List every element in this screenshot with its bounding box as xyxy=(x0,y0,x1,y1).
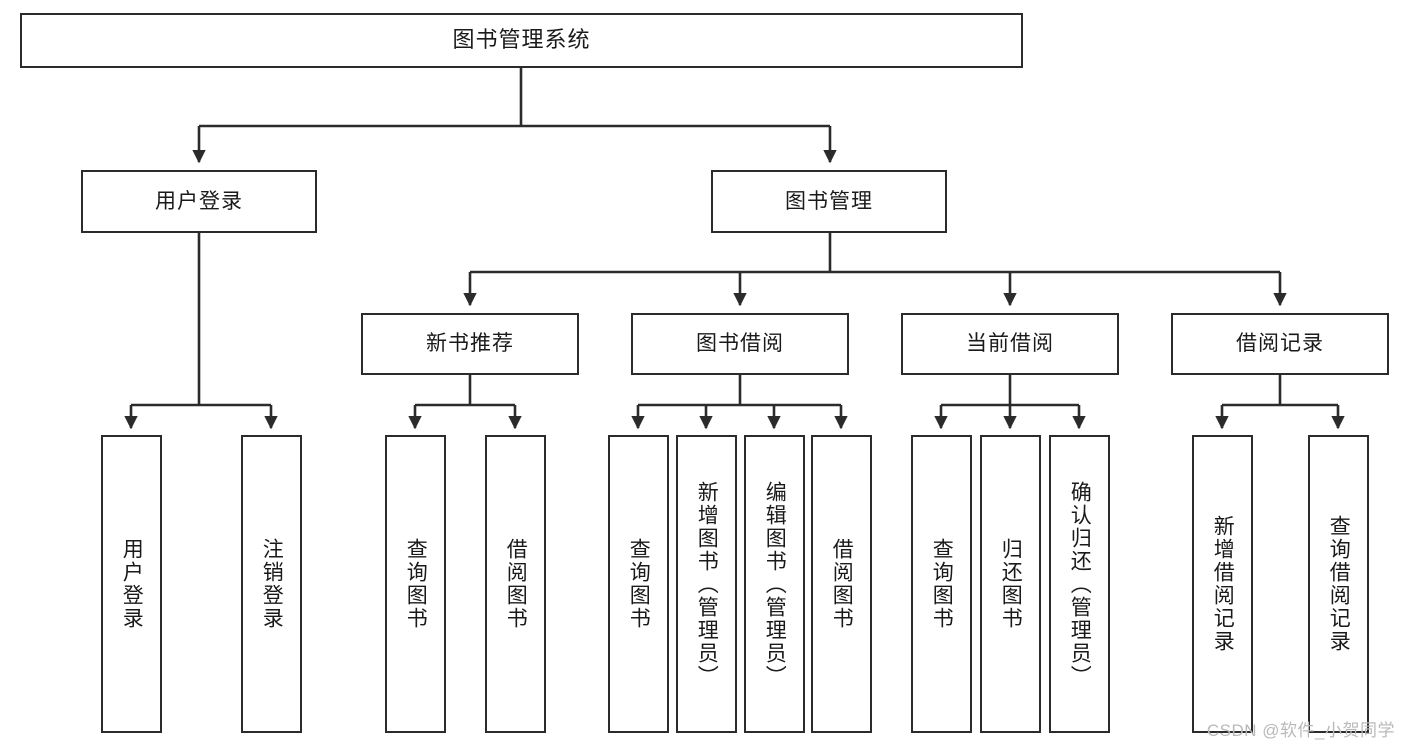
node-leaf-query-borrow-record[interactable]: 查询借阅记录 xyxy=(1308,435,1369,733)
node-book-management[interactable]: 图书管理 xyxy=(711,170,947,233)
node-label: 查询图书 xyxy=(930,538,954,630)
node-leaf-edit-book-admin[interactable]: 编辑图书（管理员） xyxy=(744,435,805,733)
node-borrow-record[interactable]: 借阅记录 xyxy=(1171,313,1389,375)
node-leaf-add-book-admin[interactable]: 新增图书（管理员） xyxy=(676,435,737,733)
node-label: 借阅图书 xyxy=(504,538,528,630)
node-label: 新增借阅记录 xyxy=(1211,515,1235,653)
node-label: 确认归还（管理员） xyxy=(1068,480,1092,688)
node-label: 借阅记录 xyxy=(1236,332,1324,356)
node-label: 编辑图书（管理员） xyxy=(763,480,787,688)
node-label: 当前借阅 xyxy=(966,332,1054,356)
node-user-login[interactable]: 用户登录 xyxy=(81,170,317,233)
node-leaf-logout[interactable]: 注销登录 xyxy=(241,435,302,733)
node-label: 注销登录 xyxy=(260,538,284,630)
csdn-watermark: CSDN @软件_小贺同学 xyxy=(1206,721,1395,740)
node-leaf-user-login[interactable]: 用户登录 xyxy=(101,435,162,733)
node-label: 图书借阅 xyxy=(696,332,784,356)
node-label: 借阅图书 xyxy=(830,538,854,630)
node-leaf-return-book[interactable]: 归还图书 xyxy=(980,435,1041,733)
node-label: 用户登录 xyxy=(120,538,144,630)
node-label: 新增图书（管理员） xyxy=(695,480,719,688)
node-leaf-query-book-recommend[interactable]: 查询图书 xyxy=(385,435,446,733)
node-label: 查询图书 xyxy=(404,538,428,630)
node-leaf-query-book-current[interactable]: 查询图书 xyxy=(911,435,972,733)
node-book-borrow[interactable]: 图书借阅 xyxy=(631,313,849,375)
node-label: 用户登录 xyxy=(155,189,243,213)
node-leaf-query-book-borrow[interactable]: 查询图书 xyxy=(608,435,669,733)
node-root-book-management-system[interactable]: 图书管理系统 xyxy=(20,13,1023,68)
node-label: 查询图书 xyxy=(627,538,651,630)
node-leaf-borrow-book[interactable]: 借阅图书 xyxy=(811,435,872,733)
node-leaf-add-borrow-record[interactable]: 新增借阅记录 xyxy=(1192,435,1253,733)
node-leaf-confirm-return-admin[interactable]: 确认归还（管理员） xyxy=(1049,435,1110,733)
node-current-borrow[interactable]: 当前借阅 xyxy=(901,313,1119,375)
node-leaf-borrow-book-recommend[interactable]: 借阅图书 xyxy=(485,435,546,733)
node-new-book-recommend[interactable]: 新书推荐 xyxy=(361,313,579,375)
node-label: 归还图书 xyxy=(999,538,1023,630)
node-label: 图书管理 xyxy=(785,189,873,213)
node-label: 查询借阅记录 xyxy=(1327,515,1351,653)
node-label: 新书推荐 xyxy=(426,332,514,356)
node-label: 图书管理系统 xyxy=(452,27,591,53)
